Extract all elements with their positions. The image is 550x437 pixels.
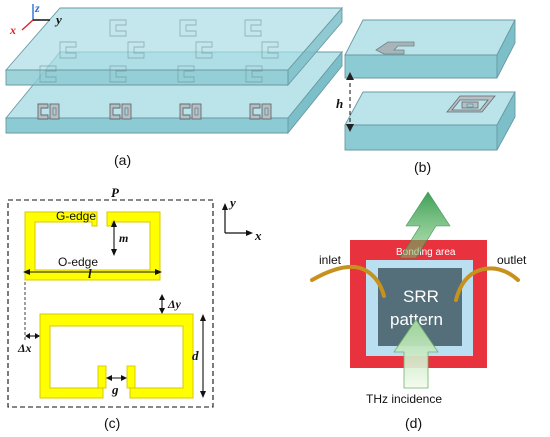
dim-g: g (106, 375, 127, 397)
transmitted-beam (399, 191, 451, 259)
axis-z-label: z (34, 1, 40, 15)
axes-c: y x (222, 195, 262, 243)
inlet-label: inlet (319, 253, 342, 267)
dim-dx: Δx (17, 282, 40, 355)
axis-c-y-label: y (228, 195, 236, 210)
upper-slab-b (344, 19, 516, 79)
axis-x-label: x (9, 23, 16, 37)
gap-label-h: h (336, 96, 343, 111)
srr-array-upper (39, 19, 279, 83)
dim-m: m (111, 220, 128, 256)
srr-label: SRR (403, 287, 439, 306)
panel-a: z x y (a) (5, 1, 343, 168)
caption-a: (a) (114, 152, 131, 168)
dim-g-label: g (111, 382, 119, 397)
axes-a: z x y (9, 1, 62, 37)
outlet-tube (454, 266, 520, 302)
gap-indicator: h (336, 72, 354, 132)
axis-c-x-label: x (254, 228, 262, 243)
caption-c: (c) (104, 415, 120, 431)
dim-dy-label: Δy (167, 297, 182, 311)
dim-d: d (192, 314, 206, 398)
lower-slab-b (344, 91, 516, 151)
dim-dx-label: Δx (17, 341, 32, 355)
unit-cell-boundary (7, 199, 214, 408)
srr-top (24, 211, 161, 281)
incident-beam (393, 319, 439, 389)
panel-c: P G-edge O-edge m l Δy (7, 185, 262, 431)
axis-y-label: y (54, 12, 62, 27)
upper-slab-a (5, 6, 343, 87)
dim-l: l (23, 266, 162, 281)
panel-d: Bonding area SRR pattern inlet outlet TH… (310, 191, 527, 431)
outlet-label: outlet (497, 253, 527, 267)
caption-b: (b) (414, 159, 431, 175)
bonding-area-label: Bonding area (396, 247, 456, 258)
caption-d: (d) (405, 415, 422, 431)
pattern-label: pattern (390, 310, 443, 329)
srr-cell-b (446, 95, 496, 113)
dim-dy: Δy (159, 294, 182, 314)
panel-b: h (b) (336, 19, 516, 175)
o-edge-label: O-edge (58, 255, 98, 269)
g-edge-label: G-edge (56, 209, 96, 223)
period-label: P (111, 185, 120, 200)
dim-l-label: l (88, 266, 92, 281)
dim-d-label: d (192, 348, 199, 363)
dim-m-label: m (119, 231, 128, 245)
inlet-tube (310, 264, 386, 298)
incidence-label: THz incidence (366, 392, 442, 406)
srr-bottom (39, 313, 194, 399)
